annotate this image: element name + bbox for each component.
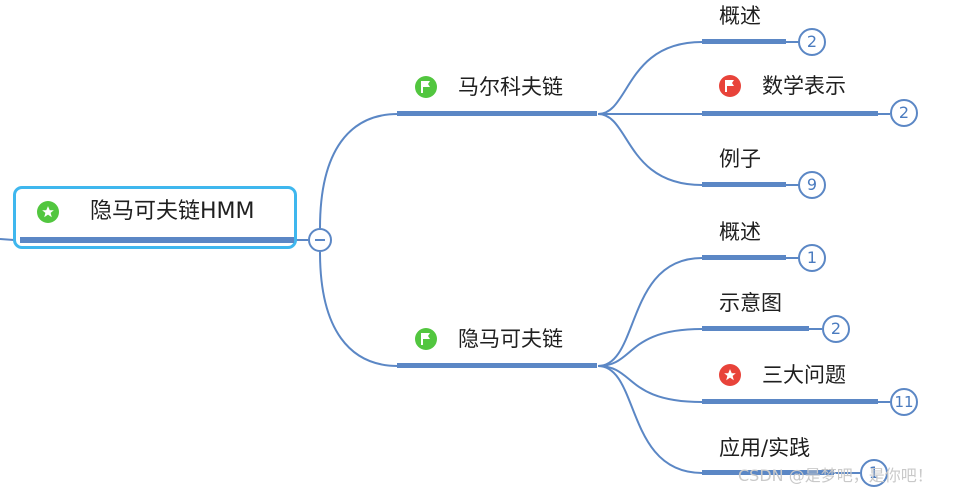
- b2-child-1-count-badge[interactable]: 1: [798, 244, 826, 272]
- b2-child-3-connector: [597, 365, 703, 403]
- b1-child-1-label[interactable]: 概述: [719, 4, 761, 28]
- b2-child-3-count-badge[interactable]: 11: [890, 388, 918, 416]
- b2-child-1-connector: [597, 257, 703, 367]
- b2-child-4-label[interactable]: 应用/实践: [719, 436, 811, 460]
- minus-icon: [315, 239, 325, 241]
- branch-1-label[interactable]: 马尔科夫链: [458, 75, 563, 99]
- star-icon: [719, 364, 741, 386]
- root-underline: [20, 237, 294, 243]
- b2-child-2-underline: [702, 326, 809, 331]
- branch-2-underline: [397, 363, 597, 368]
- flag-icon: [719, 75, 741, 97]
- b1-child-1-count-badge[interactable]: 2: [798, 28, 826, 56]
- b2-child-2-connector: [597, 328, 703, 367]
- flag-icon: [415, 328, 437, 350]
- root-stub-line: [0, 238, 15, 241]
- b1-child-1-connector: [597, 41, 703, 115]
- b2-child-4-connector: [597, 365, 703, 474]
- flag-icon: [415, 76, 437, 98]
- b2-child-3-underline: [702, 399, 878, 404]
- b1-child-3-connector: [597, 113, 703, 186]
- branch-1-connector: [319, 113, 399, 229]
- b2-child-3-label[interactable]: 三大问题: [762, 363, 846, 387]
- b2-child-1-label[interactable]: 概述: [719, 220, 761, 244]
- root-label: 隐马可夫链HMM: [90, 199, 255, 224]
- b1-child-3-label[interactable]: 例子: [719, 147, 761, 171]
- branch-1-underline: [397, 111, 597, 116]
- b1-child-3-underline: [702, 182, 786, 187]
- b1-child-2-label[interactable]: 数学表示: [762, 74, 846, 98]
- watermark-text: CSDN @是梦吧，是你吧！: [738, 466, 933, 485]
- b2-child-4-underline: [702, 470, 834, 475]
- b2-child-2-label[interactable]: 示意图: [719, 291, 782, 315]
- b2-child-1-underline: [702, 255, 786, 260]
- branch-2-label[interactable]: 隐马可夫链: [458, 327, 563, 351]
- b2-child-4-count-badge[interactable]: 1: [860, 459, 888, 487]
- b1-child-3-count-badge[interactable]: 9: [798, 171, 826, 199]
- branch-2-connector: [319, 251, 399, 367]
- star-icon: [37, 201, 59, 223]
- collapse-toggle-button[interactable]: [308, 228, 332, 252]
- b1-child-1-underline: [702, 39, 786, 44]
- b1-child-2-underline: [702, 111, 878, 116]
- b1-child-2-count-badge[interactable]: 2: [890, 99, 918, 127]
- b2-child-2-count-badge[interactable]: 2: [822, 315, 850, 343]
